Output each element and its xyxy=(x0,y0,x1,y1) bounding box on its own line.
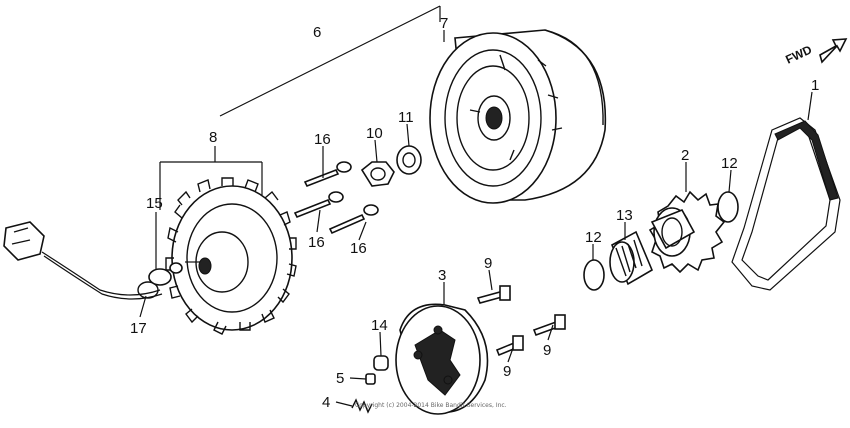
callout-7: 7 xyxy=(440,15,448,32)
callout-16-right: 16 xyxy=(350,240,367,257)
callout-5: 5 xyxy=(336,370,344,387)
nut xyxy=(360,161,395,187)
grommet xyxy=(148,262,183,286)
wire-harness xyxy=(3,221,163,300)
fwd-label: FWD xyxy=(783,42,814,66)
roller xyxy=(373,355,389,371)
callout-2: 2 xyxy=(681,147,689,164)
callout-17: 17 xyxy=(130,320,147,337)
callout-8: 8 xyxy=(209,129,217,146)
callout-9-left: 9 xyxy=(503,363,511,380)
copyright-notice: Copyright (c) 2004-2014 Bike Bandit Serv… xyxy=(355,402,507,409)
bolt-16-low xyxy=(328,204,379,235)
callout-9-right: 9 xyxy=(543,342,551,359)
driven-gear xyxy=(648,190,726,274)
bolt-9-left xyxy=(495,335,524,357)
leader-lines xyxy=(139,5,813,407)
washer xyxy=(396,145,422,175)
circlip-left xyxy=(583,259,605,291)
callout-11: 11 xyxy=(398,109,414,126)
flywheel-rotor xyxy=(429,29,607,204)
callout-3: 3 xyxy=(438,267,446,284)
spring xyxy=(351,398,373,414)
callout-14: 14 xyxy=(371,317,388,334)
callout-12-right: 12 xyxy=(721,155,738,172)
fwd-arrow-icon xyxy=(819,38,848,64)
bolt-16-top xyxy=(303,161,352,188)
bolt-9-top xyxy=(476,285,511,304)
callout-16-top: 16 xyxy=(314,131,331,148)
callout-10: 10 xyxy=(366,125,383,142)
needle-bearing xyxy=(609,230,654,286)
starter-chain xyxy=(731,117,841,291)
callout-1: 1 xyxy=(811,77,819,94)
callout-6: 6 xyxy=(313,24,321,41)
callout-13: 13 xyxy=(616,207,633,224)
callout-16-left: 16 xyxy=(308,234,325,251)
bolt-16-mid xyxy=(293,191,344,219)
callout-4: 4 xyxy=(322,394,330,411)
callout-labels: 1 2 3 4 5 6 7 8 9 9 9 10 11 12 12 13 14 … xyxy=(130,15,819,411)
bolt-9-right xyxy=(532,314,566,337)
plunger xyxy=(365,373,376,385)
callout-12-left: 12 xyxy=(585,229,602,246)
callout-9-top: 9 xyxy=(484,255,492,272)
callout-15: 15 xyxy=(146,195,163,212)
starter-clutch xyxy=(395,303,489,415)
circlip-right xyxy=(717,191,739,223)
stator xyxy=(165,177,297,335)
